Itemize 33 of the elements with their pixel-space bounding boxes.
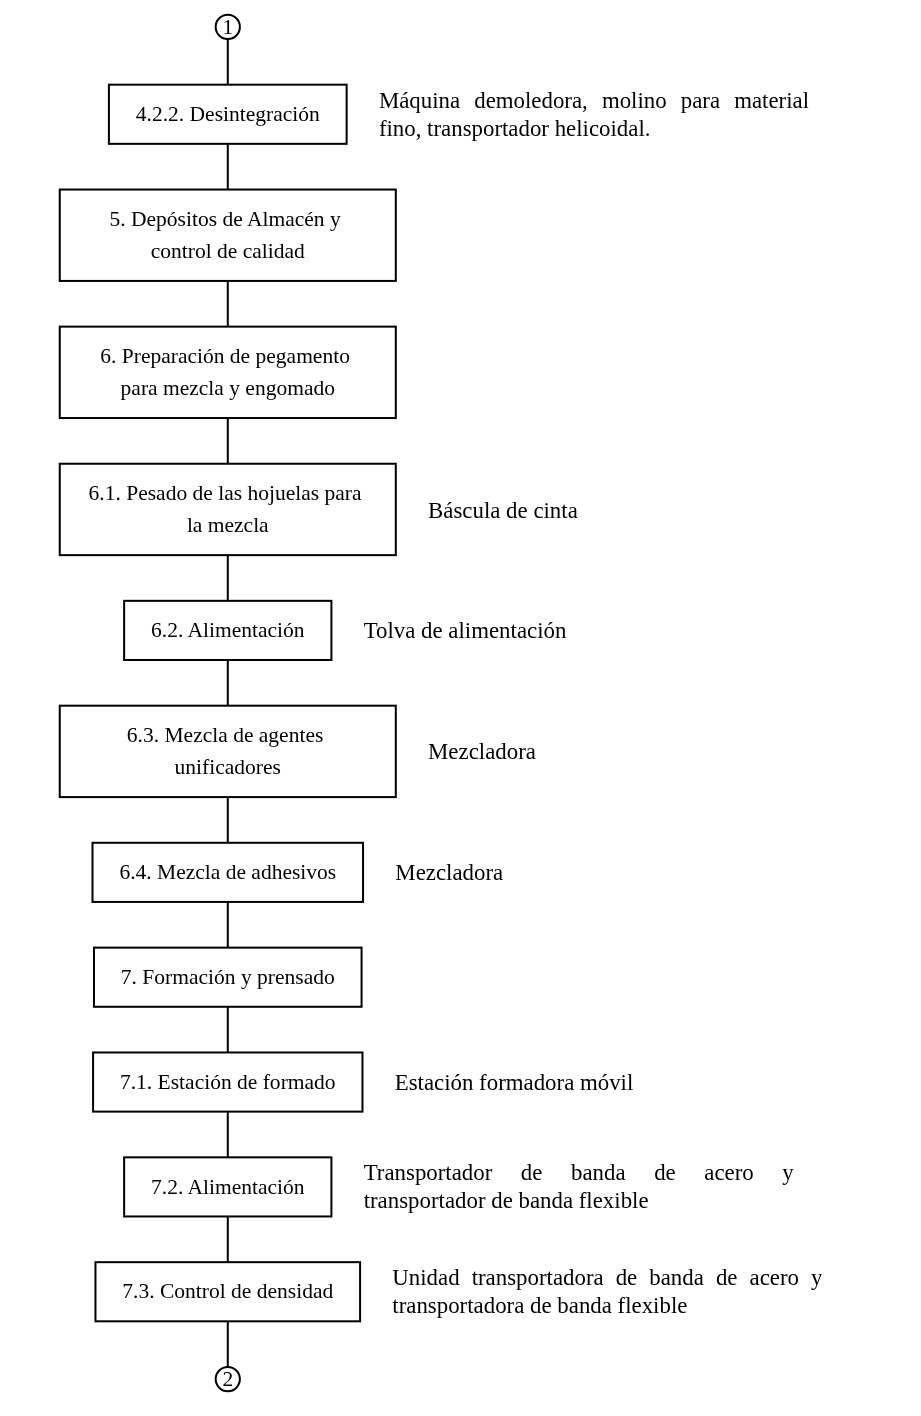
equipment-note: Transportador de banda de acero y transportador de banda flexible bbox=[363, 1158, 794, 1216]
equipment-note: Máquina demoledora, molino para material fino, transportador helicoidal. bbox=[379, 85, 810, 143]
node-circle: 2 bbox=[214, 1366, 242, 1393]
node-box: 6.4. Mezcla de adhesivos bbox=[91, 841, 365, 903]
node-circle: 1 bbox=[214, 13, 242, 40]
connector bbox=[226, 1111, 229, 1158]
connector bbox=[226, 143, 229, 190]
connector bbox=[226, 797, 229, 843]
equipment-note: Tolva de alimentación bbox=[363, 616, 568, 645]
equipment-note: Estación formadora móvil bbox=[394, 1068, 635, 1097]
connector bbox=[226, 1216, 229, 1263]
equipment-note: Báscula de cinta bbox=[428, 495, 579, 524]
connector bbox=[226, 555, 229, 601]
node-box: 6. Preparación de pegamento para mezcla y engomado bbox=[58, 325, 397, 420]
connector bbox=[226, 660, 229, 706]
connector bbox=[226, 901, 229, 948]
connector bbox=[226, 280, 229, 327]
node-box: 6.3. Mezcla de agentes unificadores bbox=[58, 704, 397, 799]
node-box: 6.2. Alimentación bbox=[123, 599, 333, 661]
equipment-note: Unidad transportadora de banda de acero y transportadora de banda flexible bbox=[392, 1263, 823, 1320]
node-box: 7.1. Estación de formado bbox=[92, 1051, 364, 1113]
connector bbox=[226, 418, 229, 464]
connector bbox=[226, 1006, 229, 1053]
node-box: 5. Depósitos de Almacén y control de calidad bbox=[58, 188, 397, 282]
connector bbox=[226, 39, 229, 85]
equipment-note: Mezcladora bbox=[428, 737, 538, 766]
node-box: 7.3. Control de densidad bbox=[94, 1261, 362, 1323]
node-box: 7. Formación y prensado bbox=[93, 946, 363, 1008]
node-box: 7.2. Alimentación bbox=[123, 1156, 333, 1218]
node-box: 6.1. Pesado de las hojuelas para la mezcla bbox=[58, 462, 397, 557]
equipment-note: Mezcladora bbox=[395, 858, 505, 887]
connector bbox=[226, 1321, 229, 1367]
node-box: 4.2.2. Desintegración bbox=[108, 83, 348, 145]
